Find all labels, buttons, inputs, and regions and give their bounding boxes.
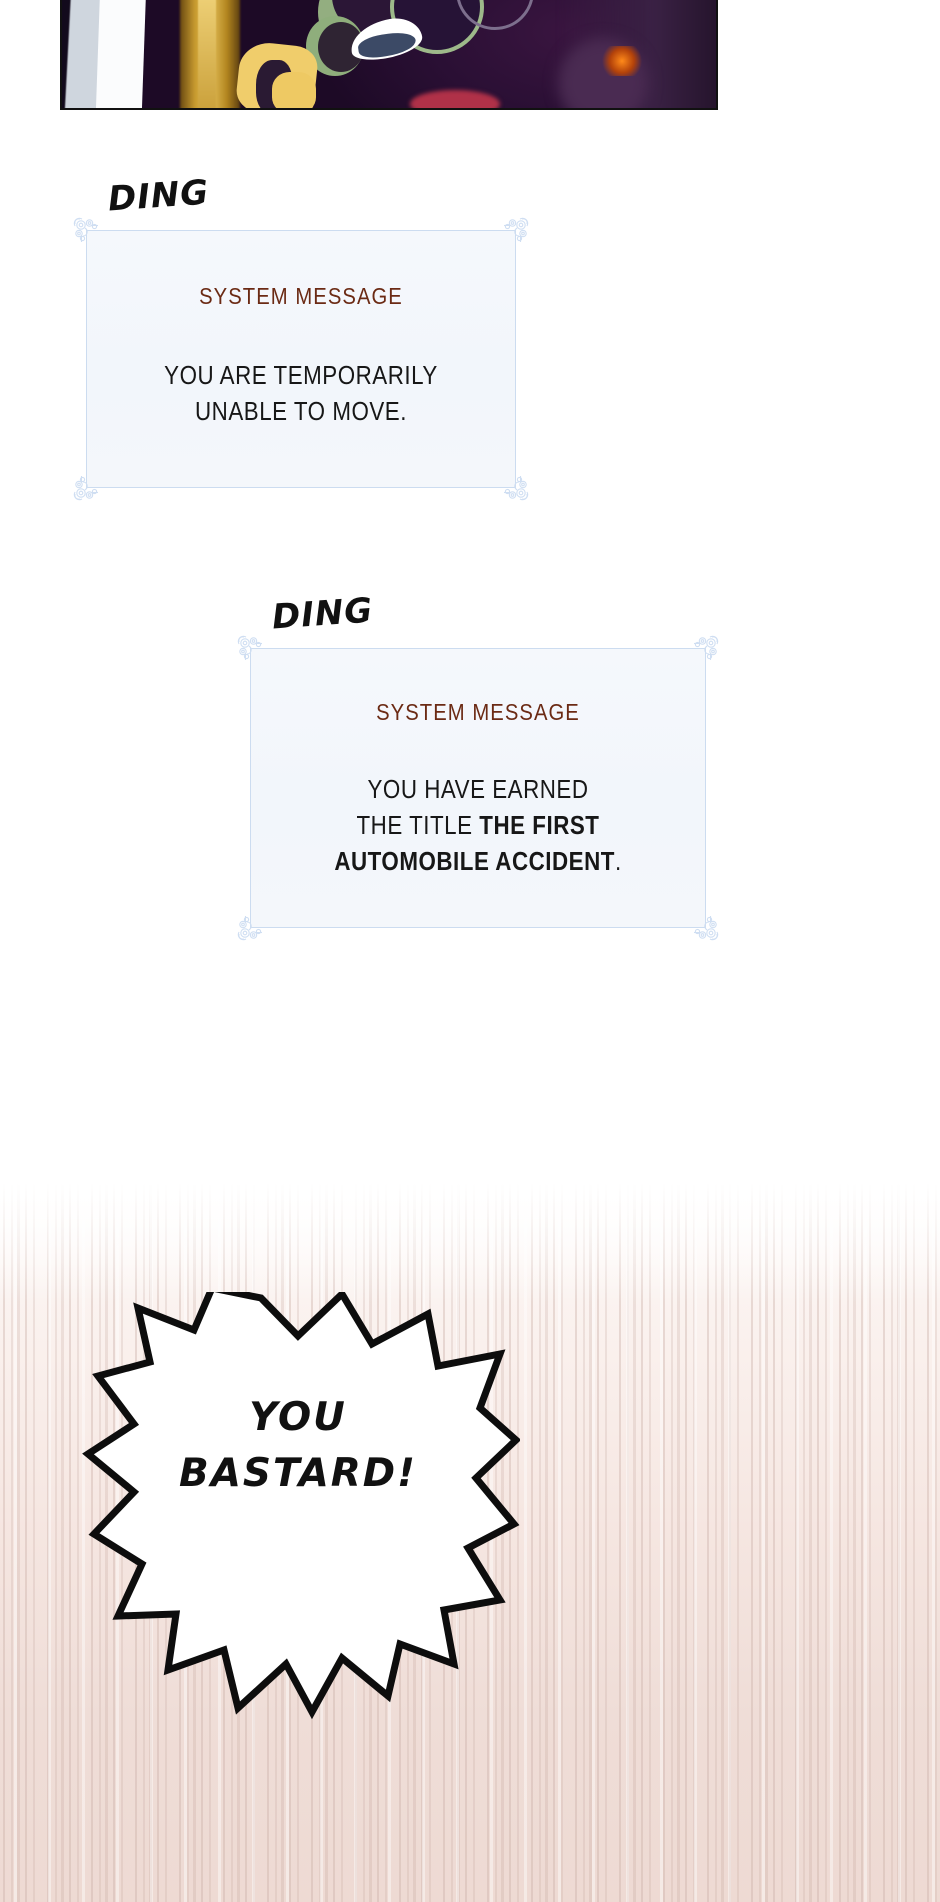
panel-gold-highlight — [198, 0, 216, 110]
top-panel-border — [60, 0, 718, 110]
title-suffix: . — [614, 846, 622, 876]
system-message-body: YOU HAVE EARNED THE TITLE THE FIRST AUTO… — [283, 771, 673, 879]
system-message-box-2: SYSTEM MESSAGE YOU HAVE EARNED THE TITLE… — [237, 635, 719, 941]
top-comic-panel — [60, 0, 718, 110]
corner-ornament-icon — [234, 910, 268, 944]
title-bold-part-2: AUTOMOBILE ACCIDENT — [334, 846, 615, 876]
system-message-box-1: SYSTEM MESSAGE YOU ARE TEMPORARILY UNABL… — [73, 217, 529, 501]
speech-line-1: YOU — [249, 1395, 347, 1440]
panel-hair-highlight — [272, 72, 316, 110]
system-message-line-1: YOU HAVE EARNED — [367, 774, 589, 804]
corner-ornament-icon — [688, 910, 722, 944]
corner-ornament-icon — [70, 214, 104, 248]
system-message-line-3: AUTOMOBILE ACCIDENT. — [283, 843, 673, 879]
corner-ornament-icon — [688, 632, 722, 666]
system-message-line-2: UNABLE TO MOVE. — [195, 396, 407, 426]
sfx-ding-1: DING — [106, 172, 211, 220]
system-message-line-2: THE TITLE THE FIRST — [283, 807, 673, 843]
system-message-line-1: YOU ARE TEMPORARILY — [164, 360, 438, 390]
speed-lines-top-fade — [0, 1183, 940, 1303]
corner-ornament-icon — [498, 214, 532, 248]
system-message-title: SYSTEM MESSAGE — [376, 699, 580, 725]
panel-red-accent — [410, 90, 500, 110]
corner-ornament-icon — [234, 632, 268, 666]
system-message-body: YOU ARE TEMPORARILY UNABLE TO MOVE. — [117, 357, 485, 429]
panel-orange-spark — [600, 46, 644, 76]
corner-ornament-icon — [70, 470, 104, 504]
speech-bubble-you-bastard — [76, 1292, 520, 1722]
corner-ornament-icon — [498, 470, 532, 504]
speech-line-2: BASTARD! — [179, 1451, 417, 1496]
speech-bubble-text: YOU BASTARD! — [76, 1390, 520, 1502]
title-bold-part-1: THE FIRST — [479, 810, 600, 840]
title-prefix: THE TITLE — [356, 810, 480, 840]
sfx-ding-2: DING — [270, 590, 375, 638]
system-message-title: SYSTEM MESSAGE — [199, 283, 403, 309]
